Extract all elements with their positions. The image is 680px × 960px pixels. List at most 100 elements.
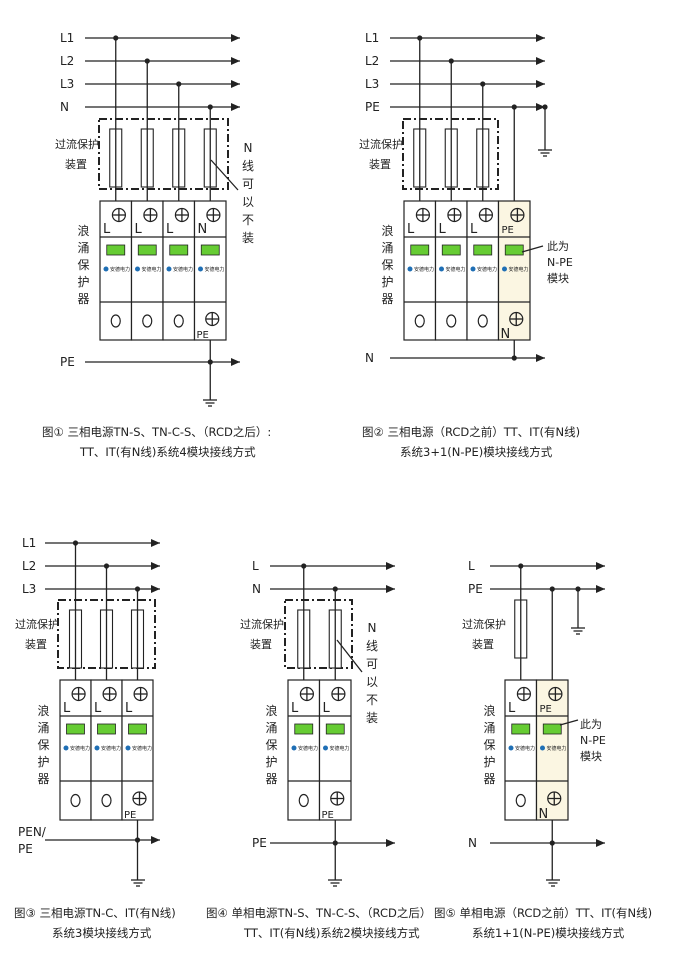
logo-text: 安德电力 (414, 266, 434, 273)
vertical-char: 以 (366, 675, 378, 689)
vertical-char: 线 (366, 639, 378, 653)
terminal-screw-icon (547, 791, 562, 806)
terminal-label: L (94, 701, 102, 716)
line-label-n: N (60, 100, 69, 114)
terminal-label: L (470, 222, 478, 237)
arrow-head-icon (231, 57, 240, 65)
surge-protector-label: 浪涌保护器 (77, 224, 90, 306)
caption-fig3: 图③ 三相电源TN-C、IT(有N线) 系统3模块接线方式 (14, 903, 176, 943)
junction-dot (103, 563, 110, 569)
terminal-hole-icon (298, 793, 309, 808)
status-indicator (66, 723, 85, 735)
brand-logo: 安德电力 (166, 266, 193, 273)
brand-logo: 安德电力 (508, 745, 535, 752)
arrow-head-icon (536, 354, 545, 362)
arrow-head-icon (151, 836, 160, 844)
bottom-line-label: PE (18, 842, 33, 856)
ground-icon (131, 879, 145, 887)
brand-logo: 安德电力 (439, 266, 466, 273)
logo-text: 安德电力 (70, 745, 90, 752)
vertical-char: N (368, 621, 377, 635)
terminal-screw-icon (206, 207, 221, 223)
terminal-label: N (198, 222, 208, 237)
arrow-head-icon (151, 539, 160, 547)
junction-dot (332, 840, 338, 846)
arrow-head-icon (536, 57, 545, 65)
logo-text: 安德电力 (173, 266, 193, 273)
ground-icon (203, 399, 217, 407)
logo-mark-icon (508, 745, 514, 751)
logo-text: 安德电力 (547, 745, 567, 752)
status-indicator (97, 723, 116, 735)
status-indicator (106, 244, 126, 256)
terminal-hole-icon (173, 314, 184, 328)
line-label-pe: PE (468, 582, 483, 596)
status-indicator (128, 723, 147, 735)
terminal-screw-icon (132, 791, 147, 806)
caption-fig4: 图④ 单相电源TN-S、TN-C-S、（RCD之后） TT、IT(有N线)系统2… (206, 903, 431, 943)
arrow-head-icon (536, 34, 545, 42)
caption-line: 图③ 三相电源TN-C、IT(有N线) (14, 906, 176, 920)
terminal-hole-icon (515, 793, 526, 808)
terminal-hole-icon (101, 793, 112, 808)
terminal-label: PE (502, 225, 514, 236)
terminal-label: N (539, 807, 549, 822)
diagram-fig2: L1L2L3PE过流保护装置L安德电力L安德电力L安德电力PE安德电力NN此为N… (359, 31, 573, 365)
terminal-screw-icon (299, 686, 314, 702)
status-indicator (169, 244, 189, 256)
brand-logo: 安德电力 (63, 745, 90, 752)
vertical-char: 装 (242, 231, 254, 245)
overcurrent-protection-label: 装置 (250, 638, 272, 651)
logo-mark-icon (198, 266, 203, 272)
npe-module-note: N-PE (580, 734, 606, 747)
terminal-label: L (323, 701, 331, 716)
status-indicator (294, 723, 314, 735)
terminal-screw-icon (174, 207, 189, 223)
brand-logo: 安德电力 (502, 266, 529, 273)
arrow-head-icon (386, 839, 395, 847)
surge-protector-label: 浪涌保护器 (381, 224, 394, 306)
junction-dot (518, 563, 524, 569)
logo-text: 安德电力 (132, 745, 152, 752)
vertical-char: 以 (242, 195, 254, 209)
line-label-l1: L1 (22, 536, 36, 550)
caption-line: 系统3模块接线方式 (52, 926, 152, 940)
bottom-line-label: PE (252, 836, 267, 850)
terminal-label: L (125, 701, 133, 716)
caption-fig1: 图① 三相电源TN-S、TN-C-S、（RCD之后）: TT、IT(有N线)系统… (42, 422, 271, 462)
line-label-l2: L2 (60, 54, 74, 68)
terminal-hole-icon (446, 314, 457, 328)
logo-text: 安德电力 (515, 745, 535, 752)
terminal-screw-icon (143, 207, 158, 223)
logo-text: 安德电力 (101, 745, 121, 752)
overcurrent-protection-label: 过流保护 (15, 617, 59, 631)
caption-line: 图⑤ 单相电源（RCD之前）TT、IT(有N线) (434, 906, 653, 920)
logo-mark-icon (323, 745, 328, 751)
caption-line: 系统1+1(N-PE)模块接线方式 (472, 926, 625, 940)
junction-dot (549, 586, 555, 592)
arrow-head-icon (386, 562, 395, 570)
terminal-hole-icon (70, 793, 81, 808)
logo-text: 安德电力 (446, 266, 466, 273)
arrow-head-icon (231, 34, 240, 42)
arrow-head-icon (151, 562, 160, 570)
brand-logo: 安德电力 (94, 745, 121, 752)
terminal-screw-icon (330, 791, 345, 806)
logo-text: 安德电力 (205, 266, 225, 273)
status-indicator (504, 244, 524, 256)
diagram-fig1: L1L2L3N过流保护装置L安德电力L安德电力L安德电力N安德电力PEPEN线可… (55, 31, 254, 407)
ground-icon (538, 149, 552, 157)
terminal-screw-icon (510, 207, 525, 223)
arrow-head-icon (536, 103, 545, 111)
npe-module-note: 模块 (580, 750, 602, 763)
npe-module-note: N-PE (547, 256, 573, 269)
